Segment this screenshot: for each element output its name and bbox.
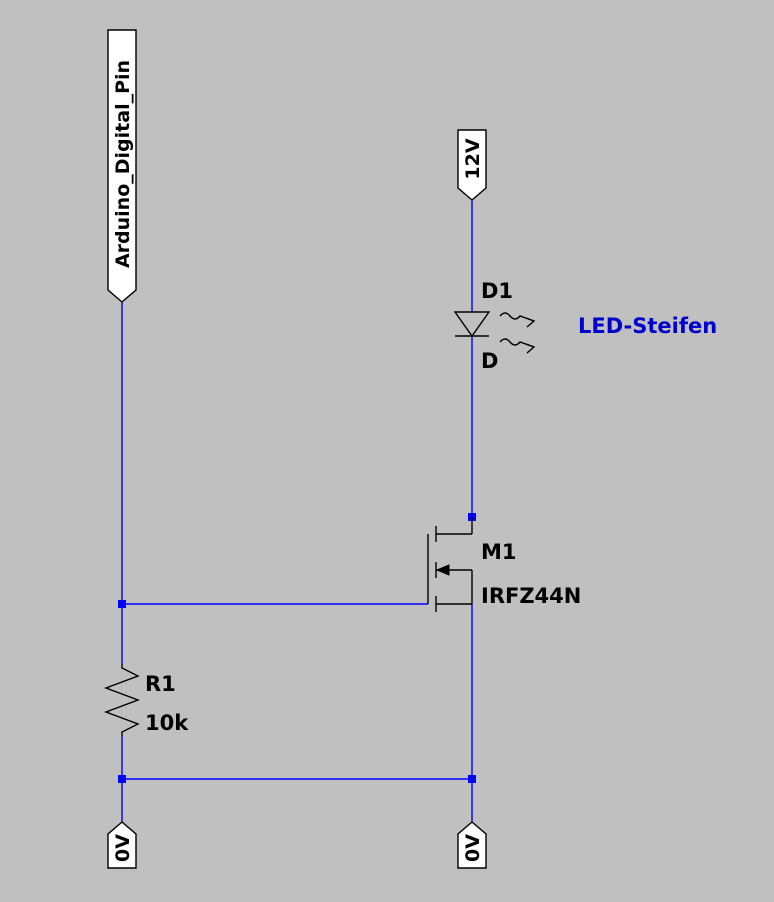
net-flag-ground-right-shape: [457, 821, 487, 869]
led-light-arrows-icon: [499, 312, 536, 354]
net-flag-arduino-pin-shape: [107, 29, 137, 303]
led-d1-triangle: [453, 311, 491, 338]
net-flag-ground-left-shape: [107, 821, 137, 869]
led-d1[interactable]: D1 D LED-Steifen: [453, 279, 717, 373]
junction-gate-node: [118, 600, 126, 608]
resistor-value: 10k: [145, 711, 189, 735]
resistor-r1[interactable]: R1 10k: [104, 664, 189, 736]
junction-ground-right: [468, 775, 476, 783]
mosfet-m1[interactable]: M1 IRFZ44N: [427, 517, 581, 612]
led-comment: LED-Steifen: [578, 314, 717, 338]
net-flag-ground-left-label: 0V: [112, 834, 134, 862]
net-flag-supply-shape: [457, 129, 487, 201]
net-flag-arduino-pin-label: Arduino_Digital_Pin: [112, 60, 134, 268]
junction-ground-left: [118, 775, 126, 783]
wires: [121, 200, 473, 822]
net-flag-supply-label: 12V: [462, 138, 484, 179]
junctions: [118, 513, 476, 783]
mosfet-body-arrow-icon: [435, 564, 450, 576]
mosfet-value: IRFZ44N: [481, 584, 581, 608]
net-flag-ground-right[interactable]: 0V: [457, 821, 487, 869]
net-flag-supply[interactable]: 12V: [457, 129, 487, 201]
net-flag-arduino-pin[interactable]: Arduino_Digital_Pin: [107, 29, 137, 303]
mosfet-ref: M1: [481, 540, 517, 564]
net-flag-ground-left[interactable]: 0V: [107, 821, 137, 869]
net-flag-ground-right-label: 0V: [462, 834, 484, 862]
resistor-ref: R1: [145, 672, 176, 696]
resistor-zigzag: [104, 664, 140, 736]
led-d1-value: D: [481, 349, 498, 373]
led-d1-ref: D1: [481, 279, 513, 303]
